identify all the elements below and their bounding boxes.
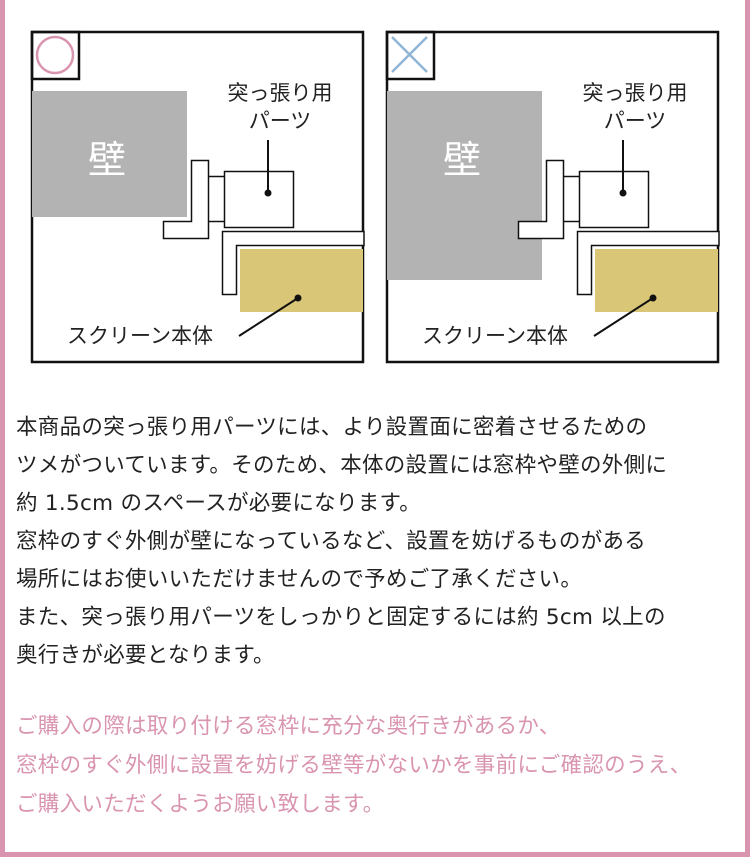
leader-dot [264,189,272,197]
leader-dot [294,294,302,302]
cross-ng-icon [391,36,428,73]
tension-part [223,170,295,229]
parts-label: 突っ張り用 [583,81,688,105]
note-line: 窓枠のすぐ外側に設置を妨げる壁等がないかを事前にご確認のうえ、 [16,753,692,778]
diagram-ok: 壁 突っ張り用 パーツ スクリーン本体 [30,30,365,364]
bracket [162,159,210,240]
wall [32,91,187,217]
circle-ok-icon [35,35,75,75]
wall [387,91,542,280]
description-line: 本商品の突っ張り用パーツには、より設置面に密着させるための [16,415,648,440]
description-line: 約 1.5cm のスペースが必要になります。 [16,491,421,516]
note-line: ご購入の際は取り付ける窓枠に充分な奥行きがあるか、 [16,714,561,739]
parts-label: パーツ [604,109,667,133]
parts-label: 突っ張り用 [228,81,333,105]
note-line: ご購入いただくようお願い致します。 [16,792,385,817]
description-line: 奥行きが必要となります。 [16,643,275,668]
wall-label: 壁 [88,138,126,182]
mark-box [385,30,436,81]
leader-line [593,297,654,337]
description-line: 窓枠のすぐ外側が壁になっているなど、設置を妨げるものがある [16,529,647,554]
screen-body [595,249,718,312]
window-frame [576,230,720,296]
description-line: 場所にはお使いいただけませんので予めご了承ください。 [16,567,583,592]
purchase-note: ご購入の際は取り付ける窓枠に充分な奥行きがあるか、 窓枠のすぐ外側に設置を妨げる… [16,707,741,824]
wall-label: 壁 [443,138,481,182]
screen-body [240,249,363,312]
description-line: また、突っ張り用パーツをしっかりと固定するには約 5cm 以上の [16,605,666,630]
mark-box [30,30,81,81]
tension-part [578,170,650,229]
leader-line [238,297,299,337]
parts-label: パーツ [249,109,312,133]
screen-label: スクリーン本体 [67,324,213,348]
bracket [517,159,565,240]
leader-dot [649,294,657,302]
screen-label: スクリーン本体 [422,324,568,348]
description-text: 本商品の突っ張り用パーツには、より設置面に密着させるための ツメがついています。… [16,409,741,675]
diagram-ng: 壁 突っ張り用 パーツ スクリーン本体 [385,30,720,364]
description-line: ツメがついています。そのため、本体の設置には窓枠や壁の外側に [16,453,668,478]
leader-dot [619,189,627,197]
window-frame [221,230,365,296]
